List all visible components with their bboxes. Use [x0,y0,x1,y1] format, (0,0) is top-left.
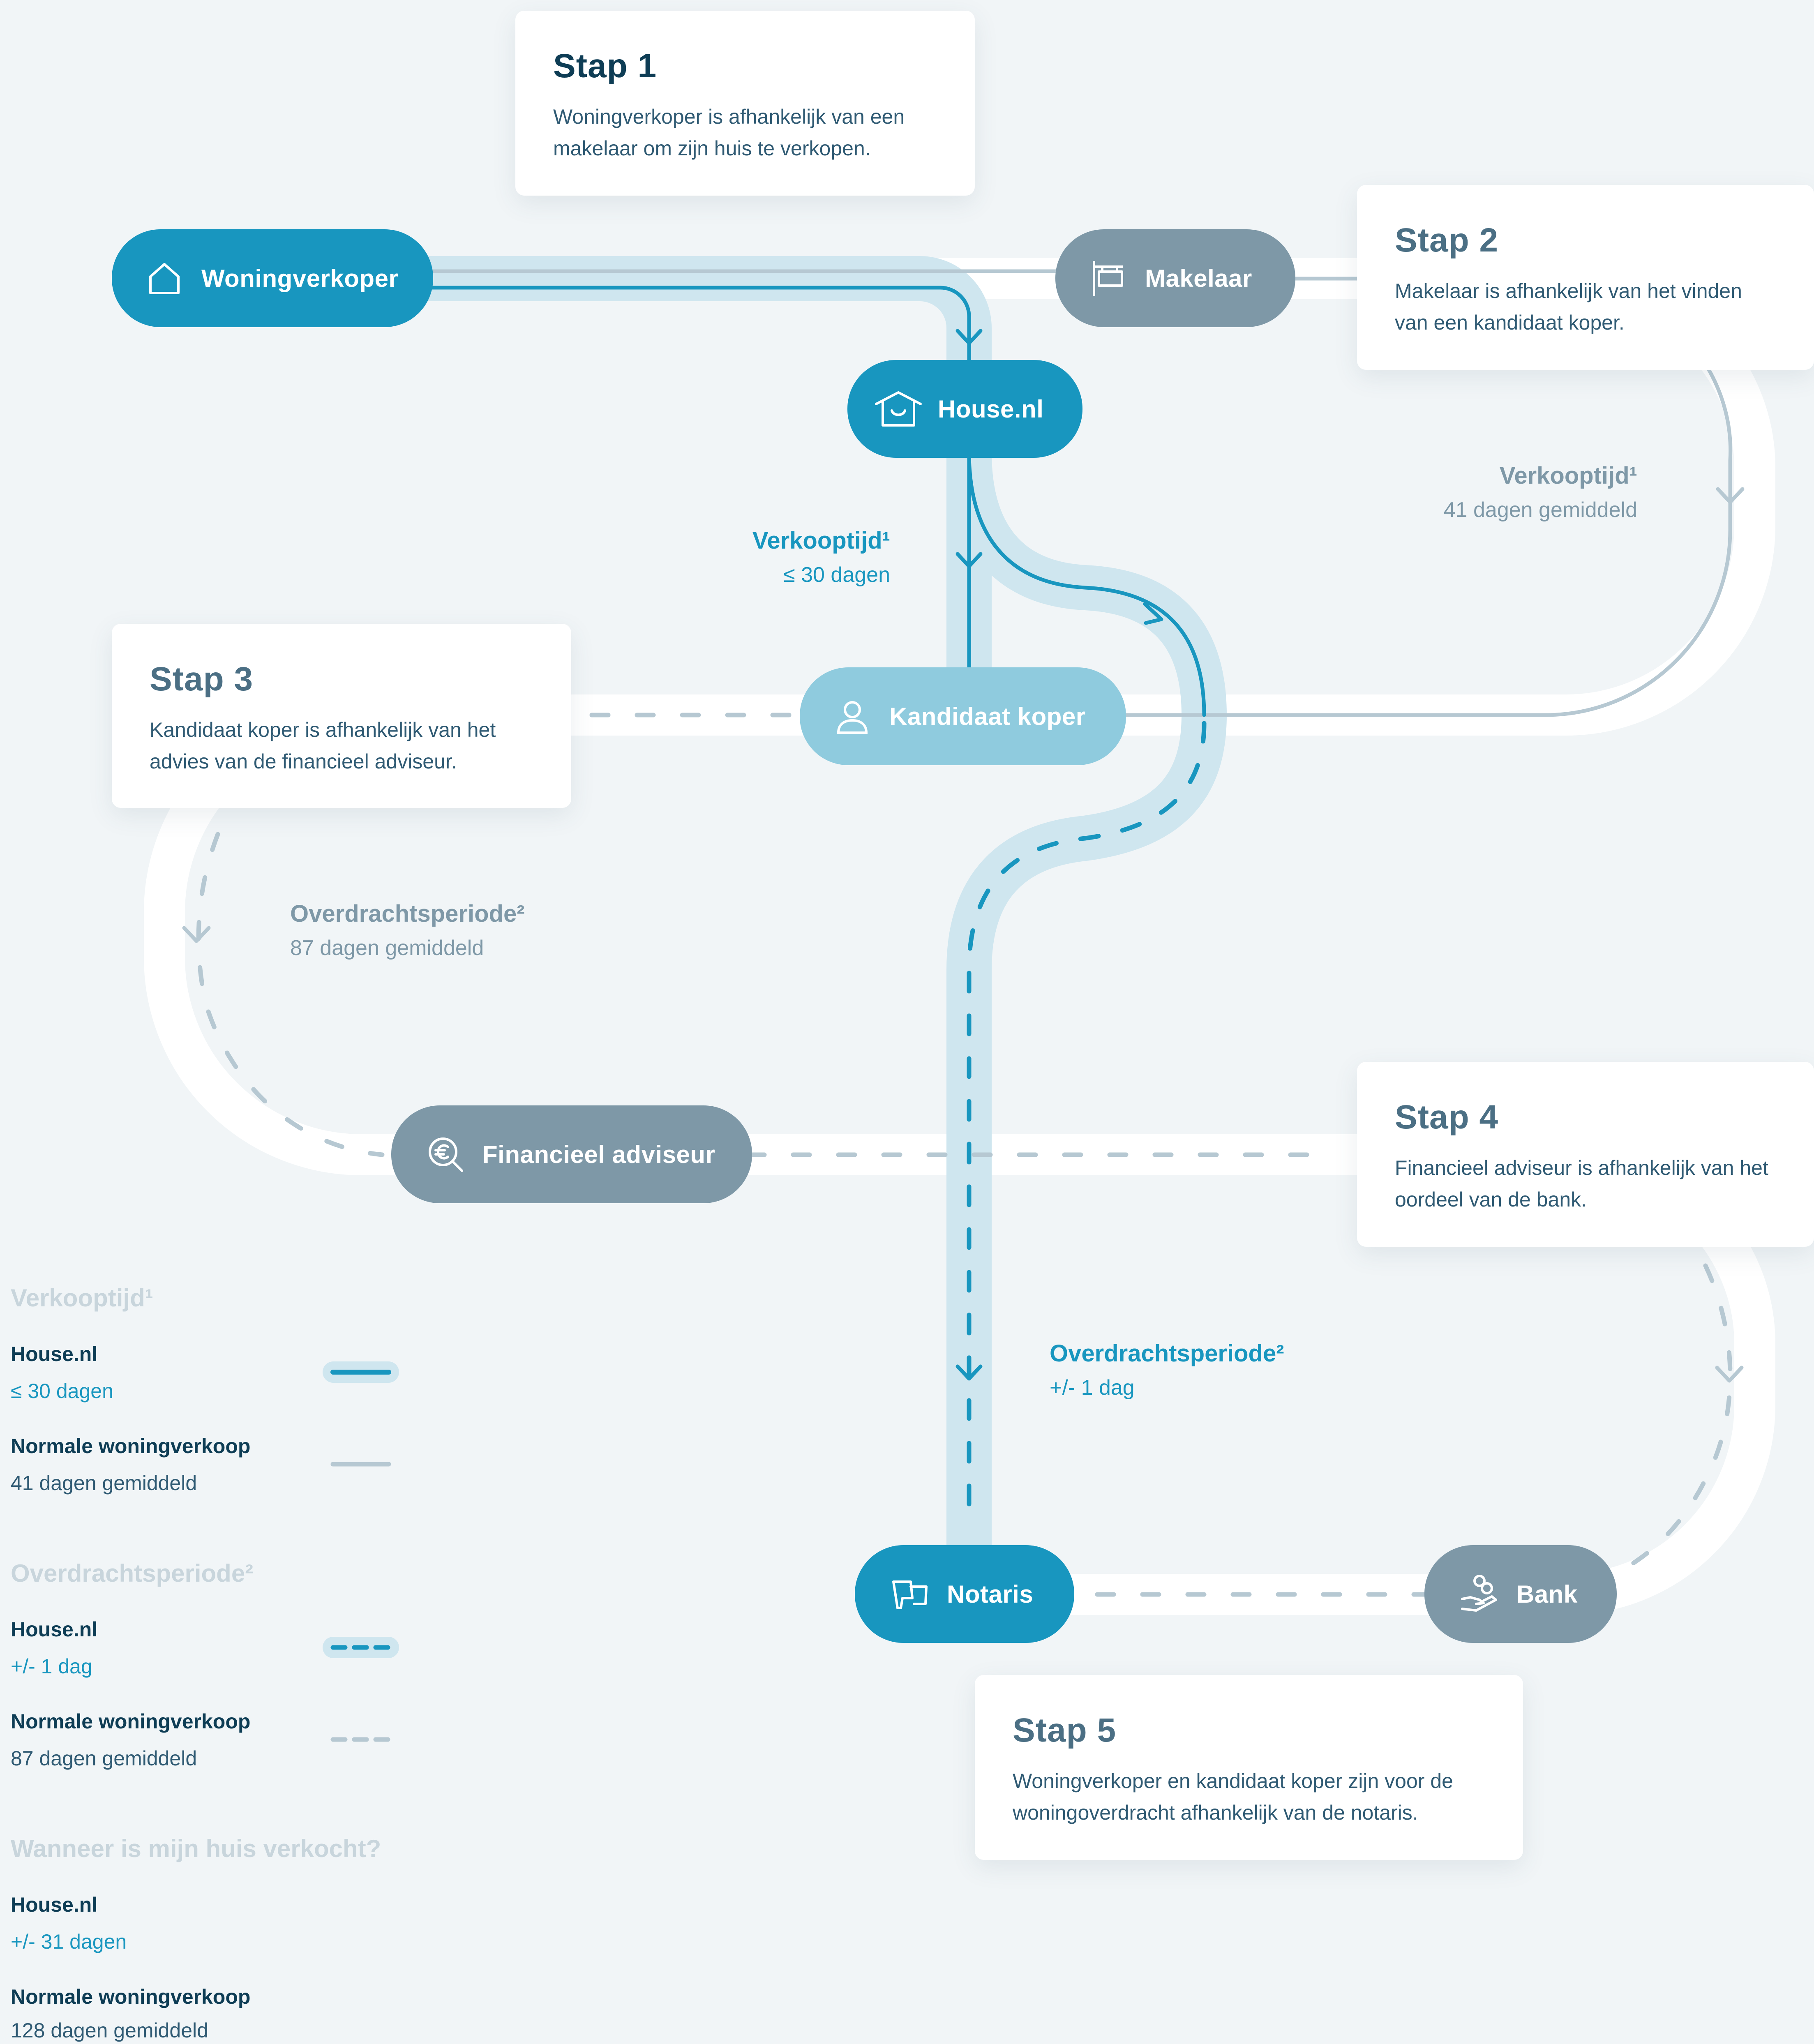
step-text: Woningverkoper en kandidaat koper zijn v… [1013,1769,1453,1824]
arrow-seller-housenl [955,329,983,345]
node-kandidaat-koper[interactable]: Kandidaat koper [800,667,1126,765]
housenl-overdracht-dashes [967,721,1207,1523]
route-label-title: Overdrachtsperiode² [290,900,525,927]
dash-housenl-kandidaat-notaris [967,721,1207,1523]
step-title: Stap 4 [1395,1098,1499,1136]
step-card-5: Stap 5 Woningverkoper en kandidaat koper… [975,1675,1523,1860]
legend-header-overdracht: Overdrachtsperiode² [11,1560,254,1587]
arrow-housenl-notaris-curve [1143,602,1163,625]
label-verkooptijd-house: Verkooptijd¹ ≤ 30 dagen [752,527,890,587]
step-title: Stap 1 [553,47,657,85]
node-woningverkoper[interactable]: Woningverkoper [112,229,433,327]
euro-search-icon [426,1135,465,1174]
arrow-overdracht-house [955,1364,983,1381]
legend-item-name: House.nl [11,1343,98,1366]
legend-item-value: 128 dagen gemiddeld [11,2019,208,2042]
step-card-4: Stap 4 Financieel adviseur is afhankelij… [1357,1062,1814,1247]
hand-coins-icon [1460,1574,1499,1614]
legend-swatches [323,1361,399,1742]
arrow-bank-loop [1715,1366,1744,1383]
legend-item-name: Normale woningverkoop [11,1435,251,1458]
route-label-title: Verkooptijd¹ [1499,462,1637,489]
legend-item-name: Normale woningverkoop [11,1710,251,1733]
step-text: Kandidaat koper is afhankelijk van het a… [150,718,496,773]
route-label-value: 87 dagen gemiddeld [290,936,484,960]
route-label-title: Overdrachtsperiode² [1050,1340,1284,1367]
node-label: Notaris [947,1580,1034,1608]
legend-item-name: Normale woningverkoop [11,1985,251,2008]
legend-header-verkooptijd: Verkooptijd¹ [11,1284,153,1312]
legend-item-value: +/- 1 dag [11,1655,92,1678]
line-seller-housenl [409,286,971,364]
node-bank[interactable]: Bank [1424,1545,1617,1643]
step-card-3: Stap 3 Kandidaat koper is afhankelijk va… [112,624,571,808]
step-title: Stap 2 [1395,221,1499,259]
legend-item-name: House.nl [11,1893,98,1916]
legend-item-name: House.nl [11,1618,98,1641]
node-makelaar[interactable]: Makelaar [1055,229,1295,327]
line-housenl-notaris [967,450,1206,717]
legend-item-value: +/- 31 dagen [11,1930,127,1953]
node-notaris[interactable]: Notaris [855,1545,1074,1643]
arrow-housenl-kandidaat [955,552,983,568]
step-title: Stap 3 [150,660,254,698]
node-label: House.nl [938,395,1044,423]
step-text: Financieel adviseur is afhankelijk van h… [1395,1156,1768,1211]
dash-financieel-loop [196,832,385,1157]
arrow-financieel-loop [182,926,211,943]
node-housenl[interactable]: House.nl [847,360,1082,458]
label-overdracht-house: Overdrachtsperiode² +/- 1 dag [1050,1340,1284,1400]
legend-item-value: ≤ 30 dagen [11,1380,113,1403]
route-label-title: Verkooptijd¹ [752,527,890,554]
step-title: Stap 5 [1013,1712,1117,1749]
sign-icon [1088,258,1128,298]
step-text: Woningverkoper is afhankelijk van een ma… [553,105,905,160]
step-card-1: Stap 1 Woningverkoper is afhankelijk van… [515,11,975,196]
normal-overdracht-dashes [196,713,1733,1597]
legend-item-value: 87 dagen gemiddeld [11,1747,197,1770]
arrow-heads [182,329,1745,1383]
route-label-value: 41 dagen gemiddeld [1443,498,1637,522]
person-icon [833,697,872,736]
arrow-makelaar-loop [1716,487,1745,504]
handshake-icon [890,1574,930,1614]
node-label: Kandidaat koper [889,702,1086,730]
housenl-logo-icon [874,389,923,429]
node-label: Bank [1516,1580,1578,1608]
node-label: Woningverkoper [201,264,399,292]
legend-item-value: 41 dagen gemiddeld [11,1472,197,1495]
label-verkooptijd-normaal: Verkooptijd¹ 41 dagen gemiddeld [1444,462,1637,522]
legend-header-verkocht: Wanneer is mijn huis verkocht? [11,1835,381,1862]
step-text: Makelaar is afhankelijk van het vinden v… [1395,279,1742,334]
route-label-value: +/- 1 dag [1050,1376,1135,1400]
route-label-value: ≤ 30 dagen [783,563,890,587]
node-label: Makelaar [1145,264,1252,292]
node-financieel-adviseur[interactable]: Financieel adviseur [391,1105,752,1203]
node-label: Financieel adviseur [482,1140,715,1168]
housenl-route-lines [409,286,1206,717]
step-card-2: Stap 2 Makelaar is afhankelijk van het v… [1357,185,1814,370]
label-overdracht-normaal: Overdrachtsperiode² 87 dagen gemiddeld [290,900,525,960]
house-icon [145,258,184,298]
